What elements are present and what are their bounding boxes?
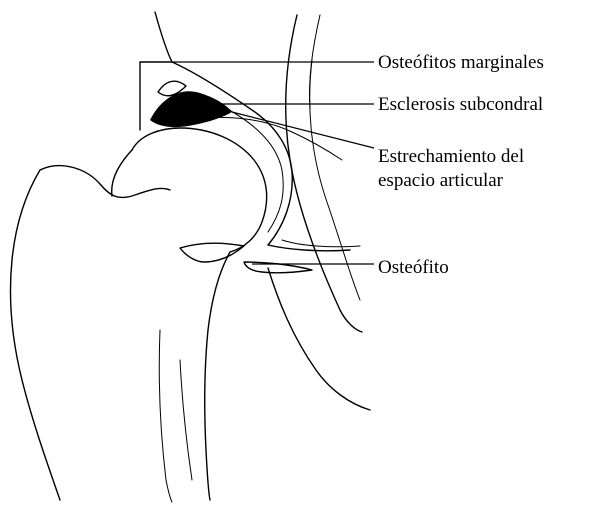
leader-joint-space-narrowing — [232, 112, 374, 148]
sclerosis-region — [150, 91, 232, 127]
label-joint-space-narrowing-line1: Estrechamiento del — [378, 146, 524, 168]
acetabular-roof — [172, 62, 292, 245]
label-subchondral-sclerosis: Esclerosis subcondral — [378, 94, 543, 116]
label-marginal-osteophytes: Osteófitos marginales — [378, 52, 544, 74]
label-osteophyte: Osteófito — [378, 257, 449, 279]
femoral-shaft-inner-left — [159, 330, 172, 502]
greater-trochanter — [10, 166, 170, 500]
obturator-line — [282, 240, 360, 247]
label-joint-space-narrowing-line2: espacio articular — [378, 170, 503, 192]
femoral-shaft-inner-right — [180, 360, 192, 480]
femoral-neck-upper — [112, 150, 132, 196]
narrowed-joint-line — [196, 117, 342, 160]
lesser-trochanter — [180, 243, 244, 262]
ilium-outline — [155, 12, 172, 62]
femoral-neck-lower — [205, 252, 230, 500]
acetabular-inner-line — [210, 100, 283, 232]
